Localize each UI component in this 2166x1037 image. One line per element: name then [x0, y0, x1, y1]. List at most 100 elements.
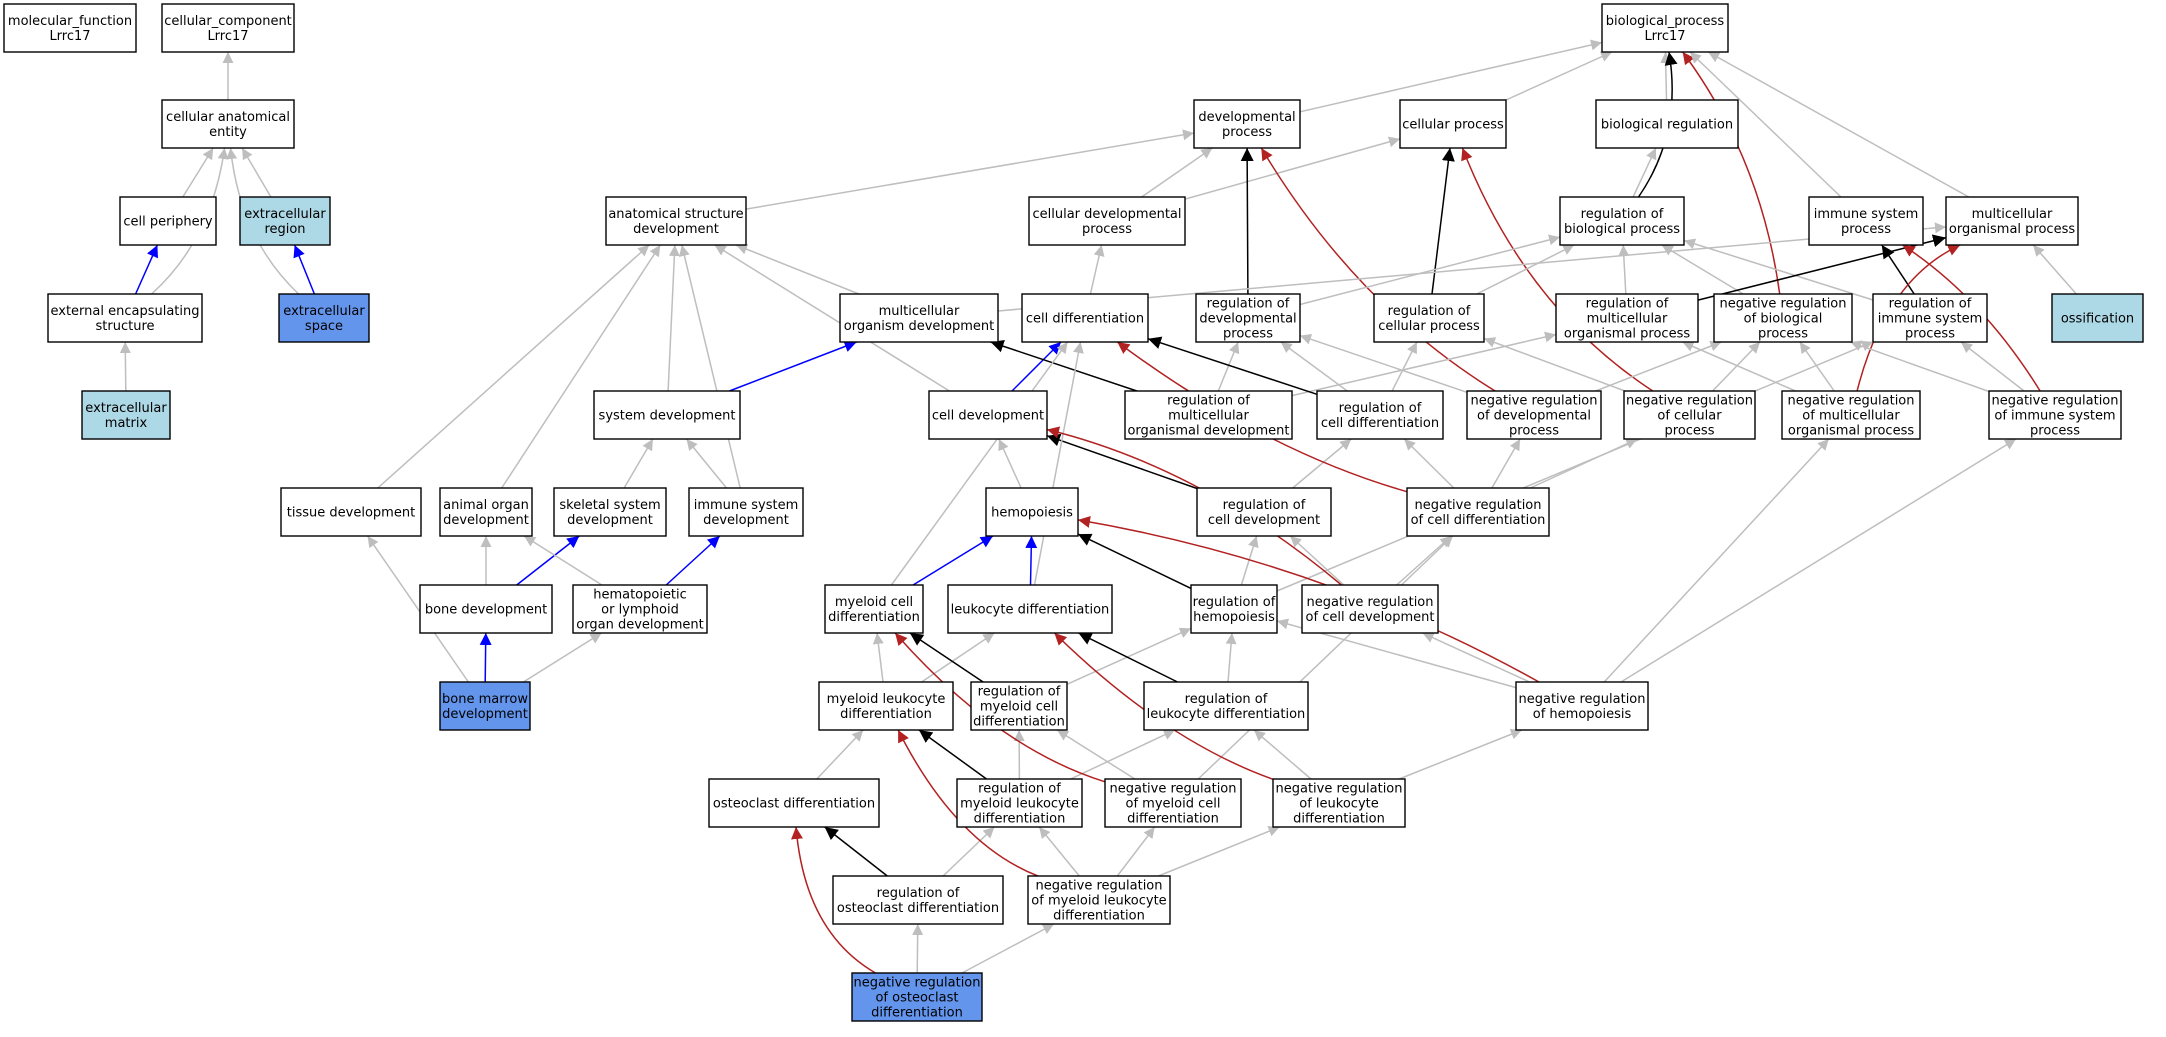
node-ossif[interactable]: ossification: [2051, 293, 2144, 343]
node-box: [1193, 99, 1301, 149]
node-label: entity: [209, 125, 247, 140]
node-label: of cell development: [1306, 610, 1435, 625]
node-box: [278, 293, 370, 343]
node-label: multicellular: [879, 304, 960, 319]
node-od[interactable]: osteoclast differentiation: [708, 778, 880, 828]
node-box: [824, 584, 924, 634]
node-cellproc[interactable]: cellular process: [1399, 99, 1507, 149]
node-sysdev[interactable]: system development: [593, 390, 741, 440]
node-box: [1272, 778, 1406, 828]
node-label: myeloid leukocyte: [960, 797, 1079, 812]
node-label: of multicellular: [1802, 409, 1900, 424]
node-box: [708, 778, 880, 828]
node-box: [419, 584, 553, 634]
node-label: process: [1082, 222, 1132, 237]
node-ld[interactable]: leukocyte differentiation: [947, 584, 1113, 634]
node-bonedev[interactable]: bone development: [419, 584, 553, 634]
node-label: differentiation: [973, 715, 1065, 730]
node-box: [1021, 293, 1149, 343]
node-label: organ development: [576, 618, 703, 633]
node-label: cell periphery: [123, 215, 213, 230]
node-box: [47, 293, 203, 343]
node-bioreg[interactable]: biological regulation: [1595, 99, 1739, 149]
node-box: [956, 778, 1083, 828]
node-label: osteoclast differentiation: [837, 901, 999, 916]
edge-devproc-to-bp: [1299, 39, 1603, 113]
node-label: immune system: [1814, 207, 1919, 222]
node-label: myeloid cell: [835, 595, 913, 610]
node-tissdev[interactable]: tissue development: [280, 487, 422, 537]
node-celldiff[interactable]: cell differentiation: [1021, 293, 1149, 343]
node-label: of immune system: [1994, 409, 2115, 424]
node-box: [985, 487, 1079, 537]
node-label: negative regulation: [1626, 394, 1753, 409]
edge-sysdev-to-asd: [667, 244, 680, 392]
node-hemo[interactable]: hemopoiesis: [985, 487, 1079, 537]
node-cperi[interactable]: cell periphery: [119, 196, 217, 246]
node-label: myeloid cell: [980, 700, 1058, 715]
node-label: external encapsulating: [50, 304, 199, 319]
edge-regmld-to-mld: [918, 729, 987, 780]
node-label: cell development: [1208, 513, 1320, 528]
edge-regmop-to-mop: [1697, 234, 1947, 301]
node-label: negative regulation: [1518, 692, 1645, 707]
node-label: of leukocyte: [1299, 797, 1378, 812]
node-label: leukocyte differentiation: [1147, 707, 1306, 722]
edge-cdp-to-devproc: [1141, 147, 1213, 198]
node-label: organismal development: [1127, 424, 1289, 439]
edge-cperi-to-cae: [182, 147, 214, 198]
node-box: [1406, 487, 1550, 537]
node-celldev[interactable]: cell development: [928, 390, 1048, 440]
node-box: [439, 487, 533, 537]
edge-regmod-to-regmop: [1291, 331, 1557, 397]
node-box: [161, 99, 295, 149]
node-label: differentiation: [828, 610, 920, 625]
